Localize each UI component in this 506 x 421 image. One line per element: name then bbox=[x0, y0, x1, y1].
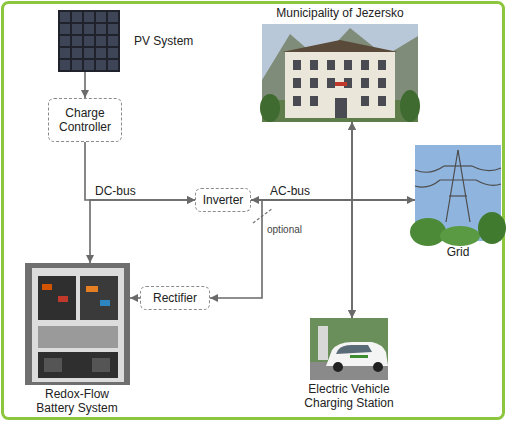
ev-photo-box: Electric Vehicle Charging Station bbox=[310, 318, 388, 380]
process-box: Rectifier bbox=[140, 286, 210, 310]
box-text: Inverter bbox=[200, 191, 247, 209]
power-grid-photo bbox=[410, 145, 506, 246]
connector-arrow bbox=[86, 196, 195, 263]
switch-label: optional bbox=[267, 224, 302, 236]
arrowhead bbox=[86, 255, 94, 263]
process-box: Charge Controller bbox=[48, 98, 122, 142]
connector-line bbox=[352, 122, 415, 200]
optional-switch bbox=[253, 208, 273, 223]
pv-photo-box: PV System bbox=[58, 10, 120, 72]
connector-arrow bbox=[81, 72, 89, 98]
connector-arrow bbox=[348, 200, 415, 318]
photo-caption: Grid bbox=[415, 245, 501, 259]
connector-line bbox=[85, 142, 195, 200]
arrowhead bbox=[81, 90, 89, 98]
arrowhead bbox=[348, 310, 356, 318]
photo-caption: PV System bbox=[134, 34, 214, 48]
grid-photo-box: Grid bbox=[415, 145, 501, 241]
connector-line bbox=[251, 200, 352, 318]
outer-frame bbox=[3, 3, 504, 419]
connector-line bbox=[352, 200, 415, 318]
arrowhead bbox=[210, 294, 218, 302]
bus-label: AC-bus bbox=[270, 184, 310, 198]
town-hall-photo bbox=[260, 24, 420, 122]
ev-station-photo bbox=[310, 318, 388, 380]
connector-arrow bbox=[85, 142, 195, 204]
pv-panel-photo bbox=[58, 10, 120, 72]
connector-arrow bbox=[130, 294, 140, 302]
box-text: Charge Controller bbox=[49, 104, 121, 136]
arrowhead bbox=[187, 196, 195, 204]
box-text: Rectifier bbox=[150, 289, 200, 307]
connector-arrow bbox=[251, 122, 356, 200]
photo-caption: Municipality of Jezersko bbox=[252, 6, 428, 20]
building-photo-box: Municipality of Jezersko bbox=[262, 24, 418, 122]
connector-line bbox=[251, 122, 352, 200]
connector-arrow bbox=[348, 122, 415, 200]
connector-arrow bbox=[210, 200, 262, 302]
arrowhead bbox=[348, 122, 356, 130]
bus-label: DC-bus bbox=[95, 184, 136, 198]
arrowhead bbox=[130, 294, 138, 302]
arrowhead bbox=[348, 310, 356, 318]
arrowhead bbox=[348, 122, 356, 130]
connector-line bbox=[90, 200, 195, 263]
battery-photo-box: Redox-Flow Battery System bbox=[25, 263, 130, 385]
photo-caption: Electric Vehicle Charging Station bbox=[294, 382, 404, 410]
process-box: Inverter bbox=[195, 188, 251, 212]
connector-line bbox=[210, 200, 262, 298]
photo-caption: Redox-Flow Battery System bbox=[27, 387, 127, 415]
connector-arrow bbox=[251, 200, 356, 318]
arrowhead bbox=[187, 196, 195, 204]
flow-battery-photo bbox=[25, 263, 130, 385]
